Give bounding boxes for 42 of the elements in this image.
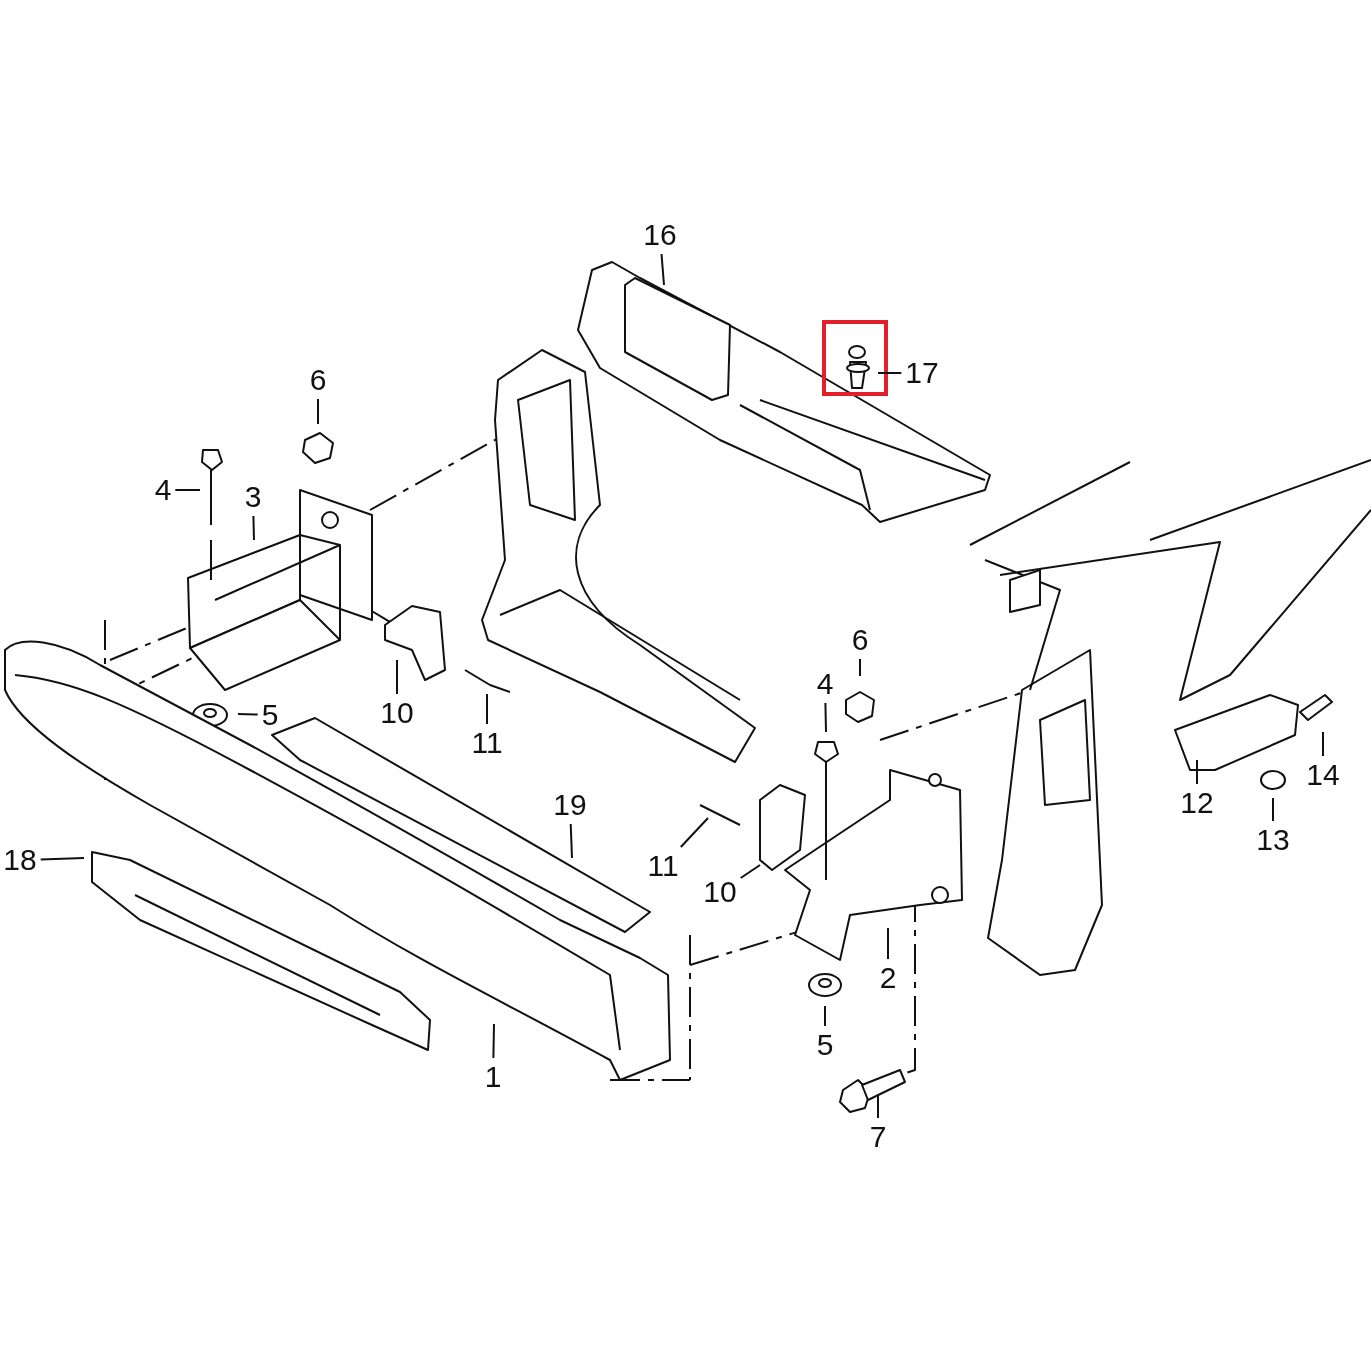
callout-number: 3 xyxy=(243,481,263,513)
leader-line xyxy=(252,515,255,541)
callout-number: 1 xyxy=(483,1061,503,1093)
callout-number: 2 xyxy=(878,962,898,994)
leader-line xyxy=(174,489,201,491)
leader-line xyxy=(317,398,319,425)
callout-number: 11 xyxy=(646,850,680,882)
leader-line xyxy=(679,817,709,848)
leader-line xyxy=(887,927,889,960)
leader-line xyxy=(1322,731,1324,757)
callout-number: 13 xyxy=(1255,824,1291,856)
callout-number: 4 xyxy=(153,474,173,506)
leader-line xyxy=(877,1093,879,1119)
leader-line xyxy=(859,658,861,677)
leader-line xyxy=(492,1023,495,1059)
leader-line xyxy=(486,693,488,725)
leader-line xyxy=(739,864,761,879)
callout-number: 6 xyxy=(850,624,870,656)
callout-number: 4 xyxy=(815,668,835,700)
leader-line xyxy=(660,253,665,286)
leader-line xyxy=(877,372,903,374)
callout-number: 5 xyxy=(260,699,280,731)
leader-line xyxy=(824,1005,826,1027)
callout-number: 6 xyxy=(308,364,328,396)
callout-number: 17 xyxy=(904,357,940,389)
callout-number: 10 xyxy=(379,697,415,729)
leader-line xyxy=(39,857,85,861)
callout-number: 16 xyxy=(642,219,678,251)
callout-number: 5 xyxy=(815,1029,835,1061)
leader-line xyxy=(237,713,259,716)
callout-number: 19 xyxy=(552,789,588,821)
callout-number: 11 xyxy=(470,727,504,759)
leader-line xyxy=(396,659,398,695)
leader-line xyxy=(569,823,573,859)
leader-line xyxy=(824,702,827,733)
callout-number: 14 xyxy=(1305,759,1341,791)
callout-number: 10 xyxy=(702,876,738,908)
callout-number: 18 xyxy=(2,844,38,876)
callout-number: 7 xyxy=(868,1121,888,1153)
leader-line xyxy=(1196,759,1198,785)
callout-number: 12 xyxy=(1179,787,1215,819)
leader-line xyxy=(1272,797,1274,822)
